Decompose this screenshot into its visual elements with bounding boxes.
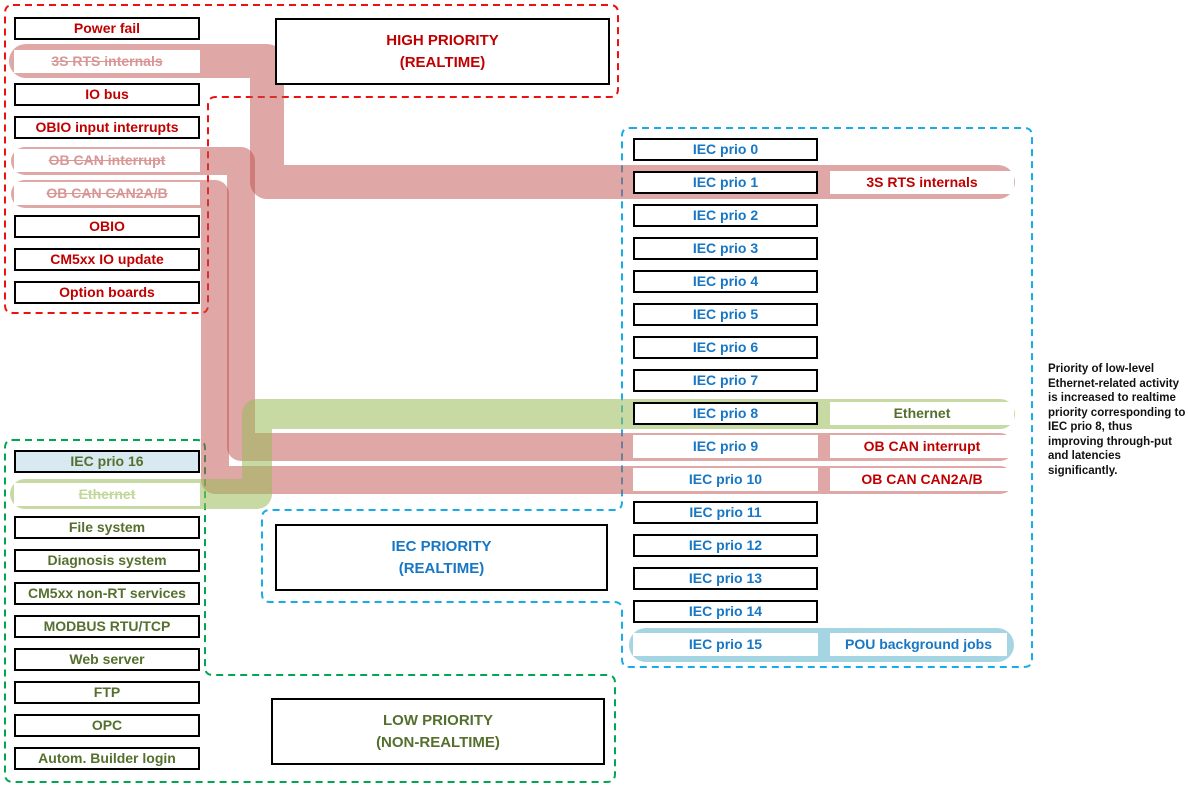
iec-priority-group-outline bbox=[261, 127, 1033, 668]
iec-priority-row: IEC prio 0 bbox=[0, 138, 1188, 161]
iec-priority-row: IEC prio 3 bbox=[0, 237, 1188, 260]
iec-priority-row: IEC prio 15 POU background jobs bbox=[0, 633, 1188, 656]
low-priority-title-box: LOW PRIORITY (NON-REALTIME) bbox=[271, 698, 605, 765]
task-box: File system bbox=[14, 516, 200, 539]
iec-prio-box: IEC prio 4 bbox=[633, 270, 818, 293]
task-box: OB CAN CAN2A/B bbox=[14, 182, 200, 205]
iec-priority-row: IEC prio 2 bbox=[0, 204, 1188, 227]
low-priority-title-line1: LOW PRIORITY bbox=[383, 711, 493, 729]
iec-priority-row: IEC prio 6 bbox=[0, 336, 1188, 359]
iec-prio-box: IEC prio 7 bbox=[633, 369, 818, 392]
task-box: 3S RTS internals bbox=[14, 50, 200, 73]
mapped-task-box: 3S RTS internals bbox=[830, 171, 1014, 194]
task-box: CM5xx IO update bbox=[14, 248, 200, 271]
ethernet-priority-annotation: Priority of low-level Ethernet-related a… bbox=[1048, 363, 1186, 477]
mapped-task-box: OB CAN CAN2A/B bbox=[830, 468, 1014, 491]
iec-priority-title-box: IEC PRIORITY (REALTIME) bbox=[275, 524, 608, 591]
mapped-task-box: POU background jobs bbox=[830, 633, 1007, 656]
iec-prio-box: IEC prio 1 bbox=[633, 171, 818, 194]
task-box: CM5xx non-RT services bbox=[14, 582, 200, 605]
iec-prio-box: IEC prio 14 bbox=[633, 600, 818, 623]
iec-prio-box: IEC prio 10 bbox=[633, 468, 818, 491]
iec-prio-box: IEC prio 9 bbox=[633, 435, 818, 458]
iec-priority-row: IEC prio 8 Ethernet bbox=[0, 402, 1188, 425]
high-priority-group-outline bbox=[4, 4, 619, 314]
task-box: Autom. Builder login bbox=[14, 747, 200, 770]
iec-priority-row: IEC prio 1 3S RTS internals bbox=[0, 171, 1188, 194]
iec-priority-row: IEC prio 7 bbox=[0, 369, 1188, 392]
iec-priority-row: IEC prio 14 bbox=[0, 600, 1188, 623]
task-box: OBIO bbox=[14, 215, 200, 238]
task-box: OB CAN interrupt bbox=[14, 149, 200, 172]
iec-prio-box: IEC prio 13 bbox=[633, 567, 818, 590]
task-box: IEC prio 16 bbox=[14, 450, 200, 473]
iec-priority-row: IEC prio 9 OB CAN interrupt bbox=[0, 435, 1188, 458]
iec-priority-row: IEC prio 4 bbox=[0, 270, 1188, 293]
task-box: Web server bbox=[14, 648, 200, 671]
iec-priority-row: IEC prio 11 bbox=[0, 501, 1188, 524]
task-box: OPC bbox=[14, 714, 200, 737]
iec-prio-box: IEC prio 3 bbox=[633, 237, 818, 260]
task-box: FTP bbox=[14, 681, 200, 704]
iec-prio-box: IEC prio 15 bbox=[633, 633, 818, 656]
task-box: Ethernet bbox=[14, 483, 200, 506]
iec-prio-box: IEC prio 11 bbox=[633, 501, 818, 524]
mapped-task-box: Ethernet bbox=[830, 402, 1014, 425]
low-priority-title-line2: (NON-REALTIME) bbox=[376, 733, 500, 751]
high-priority-title-box: HIGH PRIORITY (REALTIME) bbox=[275, 18, 610, 85]
iec-prio-box: IEC prio 0 bbox=[633, 138, 818, 161]
iec-priority-row: IEC prio 12 bbox=[0, 534, 1188, 557]
task-box: Power fail bbox=[14, 17, 200, 40]
iec-prio-box: IEC prio 2 bbox=[633, 204, 818, 227]
iec-priority-title-line1: IEC PRIORITY bbox=[391, 537, 492, 555]
iec-prio-box: IEC prio 12 bbox=[633, 534, 818, 557]
iec-priority-row: IEC prio 5 bbox=[0, 303, 1188, 326]
task-box: Option boards bbox=[14, 281, 200, 304]
task-box: MODBUS RTU/TCP bbox=[14, 615, 200, 638]
high-priority-title-line2: (REALTIME) bbox=[399, 53, 486, 71]
iec-priority-title-line2: (REALTIME) bbox=[398, 559, 485, 577]
iec-prio-box: IEC prio 8 bbox=[633, 402, 818, 425]
iec-prio-box: IEC prio 5 bbox=[633, 303, 818, 326]
iec-priority-row: IEC prio 13 bbox=[0, 567, 1188, 590]
task-box: Diagnosis system bbox=[14, 549, 200, 572]
mapped-task-box: OB CAN interrupt bbox=[830, 435, 1014, 458]
high-priority-title-line1: HIGH PRIORITY bbox=[386, 31, 499, 49]
task-box: OBIO input interrupts bbox=[14, 116, 200, 139]
iec-prio-box: IEC prio 6 bbox=[633, 336, 818, 359]
task-box: IO bus bbox=[14, 83, 200, 106]
iec-priority-row: IEC prio 10 OB CAN CAN2A/B bbox=[0, 468, 1188, 491]
